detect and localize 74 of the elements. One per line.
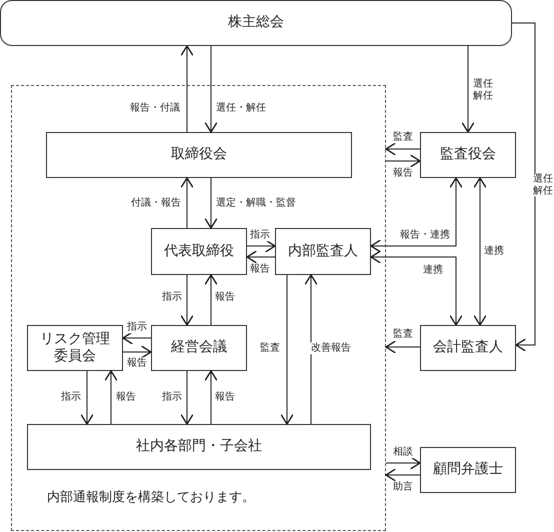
edge-label: 付議・報告 <box>130 197 182 209</box>
arrow <box>204 274 218 326</box>
box-label: 会計監査人 <box>432 339 504 357</box>
arrow <box>370 177 463 253</box>
edge-label: 連携 <box>422 264 444 276</box>
arrow <box>122 345 152 359</box>
edge-label: 報告 <box>392 167 414 179</box>
arrow <box>104 370 118 424</box>
box-label: 経営会議 <box>170 339 228 357</box>
edge-label: 助言 <box>392 481 414 493</box>
box-label: 監査役会 <box>439 146 497 164</box>
arrow <box>386 456 421 470</box>
edge-label: 連携 <box>483 245 505 257</box>
rounded-box <box>0 0 512 46</box>
box-label: 社内各部門・子会社 <box>135 438 263 456</box>
edge-label: 監査 <box>392 131 414 143</box>
arrow <box>122 331 152 345</box>
edge-label: 選定・解職・監督 <box>215 197 297 209</box>
edge-label: 報告 <box>214 291 236 303</box>
process-box <box>275 228 371 275</box>
process-box <box>420 447 516 493</box>
arrow <box>80 370 94 425</box>
edge-label: 選任・解任 <box>215 102 267 114</box>
arrow <box>385 468 420 482</box>
arrow <box>204 178 218 229</box>
edge-label: 監査 <box>392 328 414 340</box>
arrow <box>280 274 294 425</box>
edge-label: 相談 <box>392 446 414 458</box>
arrow <box>304 274 318 424</box>
arrow <box>246 239 276 253</box>
arrow <box>246 250 276 264</box>
arrow <box>180 45 194 132</box>
box-label: 内部監査人 <box>287 242 359 260</box>
edge-label: 報告・連携 <box>399 229 451 241</box>
arrow <box>385 340 420 354</box>
box-label: 顧問弁護士 <box>432 461 504 479</box>
arrow <box>180 177 194 228</box>
edge-label: 選任解任 <box>472 78 494 102</box>
arrow <box>180 274 194 326</box>
edge-label: 指示 <box>126 321 148 333</box>
process-box <box>46 132 352 178</box>
edge-label: 選任解任 <box>532 174 554 196</box>
box-label: 株主総会 <box>227 14 285 32</box>
edge-label: 指示 <box>161 391 183 403</box>
box-label: 代表取締役 <box>163 242 235 260</box>
edge-label: 監査 <box>259 342 281 354</box>
edge-label: 報告・付議 <box>129 102 181 114</box>
arrow <box>204 370 218 424</box>
edge-label: 報告 <box>249 263 271 275</box>
box-label: リスク管理委員会 <box>39 330 111 366</box>
box-label: 取締役会 <box>170 146 228 164</box>
arrow <box>473 177 487 326</box>
dashed-boundary <box>11 85 386 531</box>
arrow <box>204 46 218 133</box>
edge-label: 指示 <box>60 391 82 403</box>
edge-label: 指示 <box>249 229 271 241</box>
edge-label: 報告 <box>126 357 148 369</box>
edge-label: 指示 <box>161 291 183 303</box>
process-box <box>151 325 247 371</box>
edge-label: 改善報告 <box>310 342 352 354</box>
arrow <box>180 370 194 425</box>
process-box <box>420 325 516 371</box>
arrow <box>385 142 420 156</box>
arrow <box>512 22 536 352</box>
process-box <box>420 132 516 178</box>
process-box <box>151 228 247 275</box>
arrow <box>461 46 475 133</box>
note-text: 内部通報制度を構築しております。 <box>47 488 255 506</box>
process-box <box>27 424 371 470</box>
arrow <box>386 154 421 168</box>
arrow <box>370 250 463 326</box>
edge-label: 報告 <box>214 391 236 403</box>
process-box <box>27 325 123 371</box>
edge-label: 報告 <box>115 391 137 403</box>
